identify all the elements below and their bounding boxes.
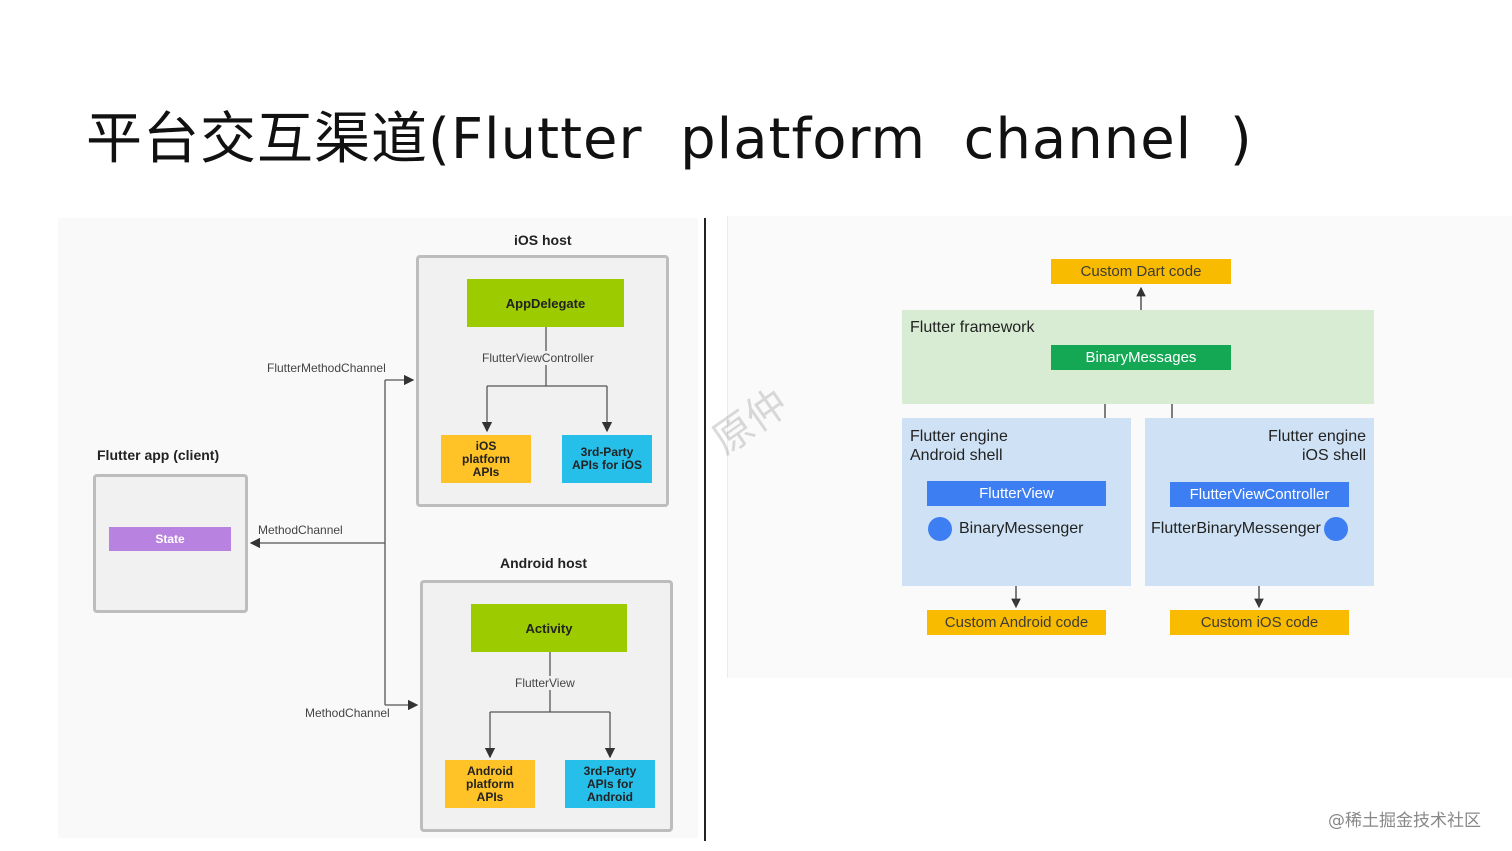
- state-box: State: [109, 527, 231, 551]
- custom-dart-code-box: Custom Dart code: [1051, 259, 1231, 284]
- vertical-divider: [704, 218, 706, 841]
- right-flutter-view-controller-box: FlutterViewController: [1170, 482, 1349, 507]
- custom-ios-code-box: Custom iOS code: [1170, 610, 1349, 635]
- app-delegate-box: AppDelegate: [467, 279, 624, 327]
- android-host-label: Android host: [500, 555, 588, 571]
- custom-android-code-box: Custom Android code: [927, 610, 1106, 635]
- flutter-framework-label: Flutter framework: [910, 319, 1035, 336]
- flutter-view-controller-label: FlutterViewController: [480, 351, 596, 365]
- ios-platform-apis-box: iOS platform APIs: [441, 435, 531, 483]
- flutter-binary-messenger-label: FlutterBinaryMessenger: [1151, 520, 1321, 537]
- ios-messenger-dot: [1324, 517, 1348, 541]
- binary-messenger-label: BinaryMessenger: [959, 520, 1084, 537]
- page-title: 平台交互渠道(Flutter platform channel ): [86, 107, 1253, 172]
- method-channel-client-label: MethodChannel: [258, 523, 343, 537]
- engine-android-label: Flutter engine Android shell: [910, 428, 1008, 464]
- flutter-view-label: FlutterView: [513, 676, 577, 690]
- engine-ios-label: Flutter engine iOS shell: [1268, 428, 1366, 464]
- android-messenger-dot: [928, 517, 952, 541]
- activity-box: Activity: [471, 604, 627, 652]
- method-channel-android-label: MethodChannel: [305, 706, 390, 720]
- binary-messages-box: BinaryMessages: [1051, 345, 1231, 370]
- right-flutter-view-box: FlutterView: [927, 481, 1106, 506]
- third-party-android-apis-box: 3rd-Party APIs for Android: [565, 760, 655, 808]
- android-platform-apis-box: Android platform APIs: [445, 760, 535, 808]
- flutter-method-channel-label: FlutterMethodChannel: [267, 361, 386, 375]
- flutter-client-label: Flutter app (client): [97, 447, 220, 463]
- ios-host-label: iOS host: [514, 232, 572, 248]
- third-party-ios-apis-box: 3rd-Party APIs for iOS: [562, 435, 652, 483]
- footer-credit: @稀土掘金技术社区: [1328, 811, 1481, 831]
